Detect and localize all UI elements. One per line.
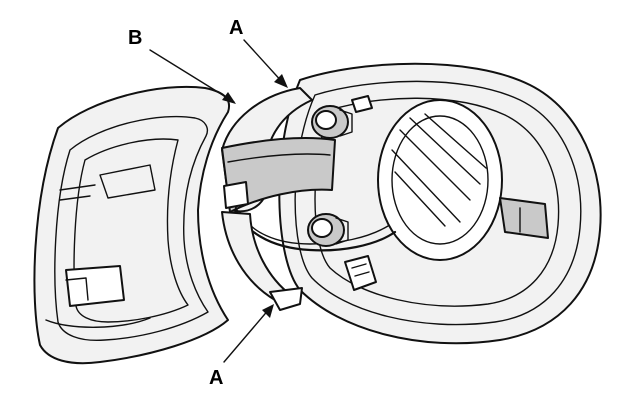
lock-connector: [344, 255, 377, 291]
mounting-bolt-upper: [311, 105, 353, 139]
callout-label-a-bottom: A: [209, 367, 224, 389]
callout-label-a-top: A: [229, 17, 244, 39]
housing-tab: [351, 95, 373, 113]
hinge-arm: [221, 87, 397, 311]
mounting-bolt-lower: [307, 213, 349, 247]
fuel-cap: [377, 99, 549, 261]
leader-a-bottom: [223, 304, 274, 363]
leader-b: [149, 49, 236, 104]
hinge-clip: [223, 181, 249, 209]
door-latch-tab: [65, 265, 125, 307]
leader-a-top: [243, 39, 288, 88]
callout-label-b: B: [128, 27, 143, 49]
hinge-strap: [221, 136, 336, 213]
fuel-door-panel: [33, 85, 230, 365]
